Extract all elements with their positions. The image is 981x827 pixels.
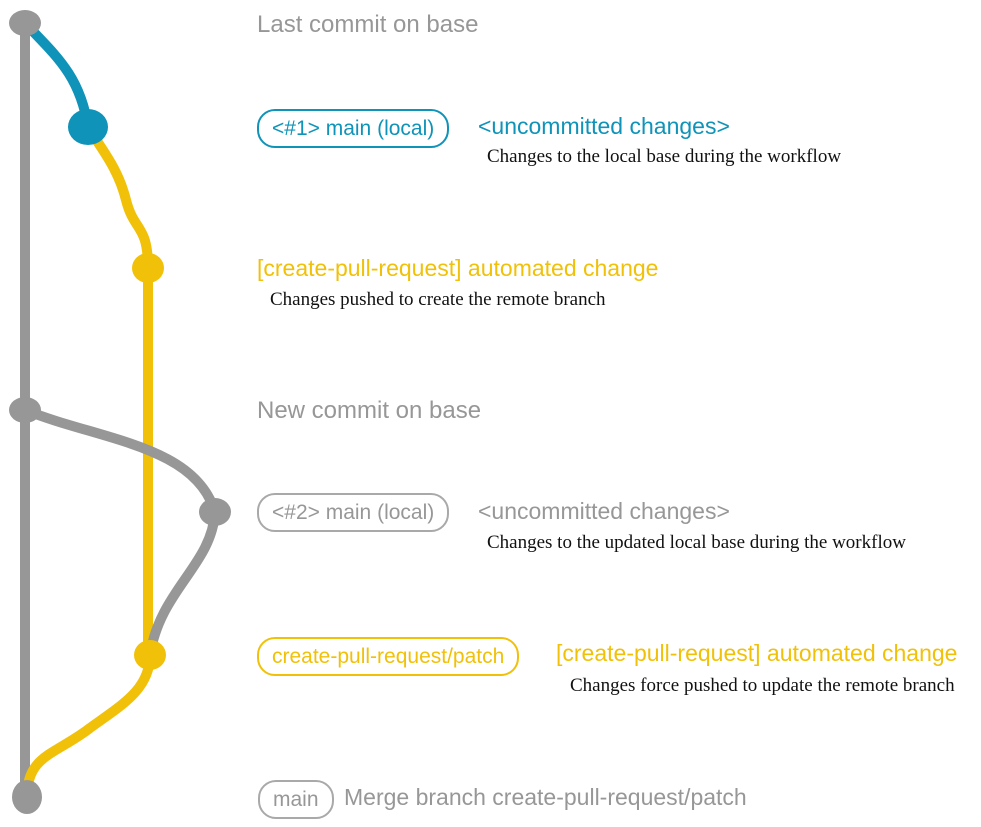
- commit-dot-merge: [12, 780, 42, 814]
- commit-dot-base-new: [9, 397, 41, 423]
- message-merge: Merge branch create-pull-request/patch: [344, 784, 747, 810]
- message-automated-1: [create-pull-request] automated change: [257, 255, 659, 281]
- label-new-commit: New commit on base: [257, 397, 482, 424]
- commit-dot-main-local-2: [199, 498, 231, 526]
- remote-branch-create-curve: [83, 122, 153, 273]
- patch-merge-curve: [22, 650, 155, 802]
- main2-to-patch-curve: [145, 507, 220, 660]
- branch-tag-main-local-1: <#1> main (local): [257, 109, 450, 148]
- branch-tag-main: main: [258, 780, 334, 819]
- commit-dot-base-last: [9, 10, 41, 36]
- message-uncommitted-1: <uncommitted changes>: [478, 113, 730, 139]
- description-automated-2: Changes force pushed to update the remot…: [570, 675, 955, 696]
- base-to-main2-curve: [20, 405, 220, 517]
- label-last-commit: Last commit on base: [257, 11, 479, 38]
- branch-tag-patch: create-pull-request/patch: [257, 637, 520, 676]
- message-automated-2: [create-pull-request] automated change: [556, 640, 958, 666]
- commit-graph: [9, 10, 231, 814]
- branch-tag-main-local-2: <#2> main (local): [257, 493, 450, 532]
- commit-dot-automated-1: [132, 253, 164, 283]
- description-automated-1: Changes pushed to create the remote bran…: [270, 289, 606, 310]
- commit-dot-main-local-1: [68, 109, 108, 145]
- commit-dot-patch-update: [134, 640, 166, 670]
- description-uncommitted-1: Changes to the local base during the wor…: [487, 146, 842, 167]
- description-uncommitted-2: Changes to the updated local base during…: [487, 532, 906, 553]
- message-uncommitted-2: <uncommitted changes>: [478, 498, 730, 524]
